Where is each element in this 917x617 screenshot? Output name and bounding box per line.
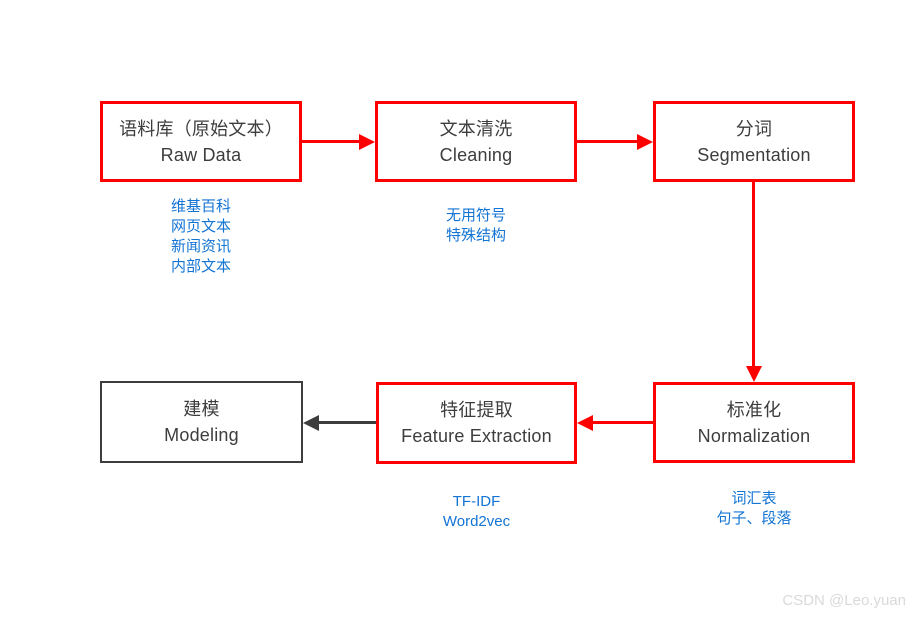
box-modeling-label-en: Modeling: [164, 425, 239, 445]
annotation-line: 特殊结构: [445, 227, 506, 244]
arrow-segmentation-to-normalization-icon: [752, 182, 755, 366]
box-segmentation-label-zh: 分词: [735, 118, 773, 139]
box-segmentation-label-en: Segmentation: [697, 144, 811, 165]
box-segmentation: 分词 Segmentation: [653, 101, 855, 182]
box-normalization: 标准化 Normalization: [653, 382, 855, 463]
annotation-line: 网页文本: [170, 218, 231, 235]
arrow-cleaning-to-segmentation-icon: [577, 140, 637, 143]
arrow-feature-extraction-to-modeling-icon: [319, 421, 376, 424]
annotation-line: Word2vec: [442, 513, 511, 530]
annotation-normalization-outputs: 词汇表 句子、段落: [653, 489, 855, 529]
annotation-line: 新闻资讯: [170, 238, 231, 255]
box-normalization-label-zh: 标准化: [726, 399, 782, 420]
box-raw-data-label-zh: 语料库（原始文本）: [119, 118, 283, 139]
annotation-line: 无用符号: [445, 207, 506, 224]
annotation-raw-data-sources: 维基百科 网页文本 新闻资讯 内部文本: [100, 197, 302, 277]
csdn-watermark: CSDN @Leo.yuan: [782, 592, 906, 609]
box-feature-extraction-label-en: Feature Extraction: [401, 426, 552, 446]
box-raw-data: 语料库（原始文本） Raw Data: [100, 101, 302, 182]
annotation-line: TF-IDF: [452, 493, 501, 510]
box-cleaning-label-zh: 文本清洗: [439, 118, 513, 139]
annotation-line: 词汇表: [731, 490, 777, 507]
box-cleaning: 文本清洗 Cleaning: [375, 101, 577, 182]
annotation-feature-extraction-methods: TF-IDF Word2vec: [376, 492, 577, 532]
box-feature-extraction-label-zh: 特征提取: [440, 400, 513, 420]
annotation-line: 内部文本: [170, 258, 231, 275]
annotation-cleaning-targets: 无用符号 特殊结构: [375, 206, 577, 246]
box-modeling-label-zh: 建模: [183, 399, 220, 419]
annotation-line: 句子、段落: [716, 510, 792, 527]
box-feature-extraction: 特征提取 Feature Extraction: [376, 382, 577, 464]
box-cleaning-label-en: Cleaning: [439, 144, 513, 165]
annotation-line: 维基百科: [170, 198, 231, 215]
arrow-normalization-to-feature-extraction-icon: [593, 421, 653, 424]
box-modeling: 建模 Modeling: [100, 381, 303, 463]
box-normalization-label-en: Normalization: [697, 425, 811, 446]
arrow-raw-data-to-cleaning-icon: [302, 140, 359, 143]
box-raw-data-label-en: Raw Data: [160, 144, 242, 165]
